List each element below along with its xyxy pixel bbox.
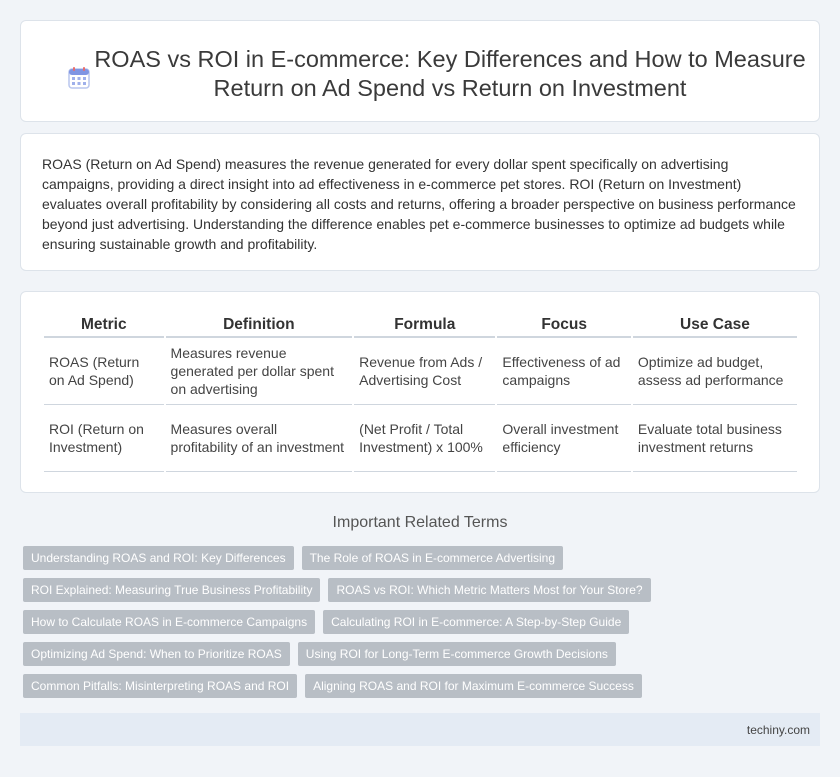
summary-text: ROAS (Return on Ad Spend) measures the r… (42, 156, 796, 252)
table-cell: ROI (Return on Investment) (44, 405, 164, 472)
related-term-tag[interactable]: ROI Explained: Measuring True Business P… (23, 578, 321, 602)
comparison-table: Metric Definition Formula Focus Use Case… (42, 312, 799, 472)
site-link[interactable]: techiny.com (746, 723, 810, 737)
table-header-row: Metric Definition Formula Focus Use Case (44, 312, 797, 338)
related-term-tag[interactable]: ROAS vs ROI: Which Metric Matters Most f… (328, 578, 651, 602)
comparison-table-card: Metric Definition Formula Focus Use Case… (20, 291, 820, 493)
related-term-tag[interactable]: Aligning ROAS and ROI for Maximum E-comm… (305, 674, 642, 698)
table-cell: Overall investment efficiency (497, 405, 631, 472)
related-term-tag[interactable]: Optimizing Ad Spend: When to Prioritize … (23, 642, 290, 666)
related-term-tag[interactable]: Common Pitfalls: Misinterpreting ROAS an… (23, 674, 298, 698)
table-cell: (Net Profit / Total Investment) x 100% (354, 405, 496, 472)
column-header-metric: Metric (44, 312, 164, 338)
column-header-use-case: Use Case (632, 312, 797, 338)
related-terms-heading: Important Related Terms (332, 514, 508, 531)
footer: techiny.com (20, 713, 820, 746)
related-term-tag[interactable]: The Role of ROAS in E-commerce Advertisi… (301, 546, 564, 570)
header-card: ROAS vs ROI in E-commerce: Key Differenc… (20, 20, 820, 122)
related-term-tag[interactable]: Using ROI for Long-Term E-commerce Growt… (297, 642, 616, 666)
summary-card: ROAS (Return on Ad Spend) measures the r… (20, 133, 820, 271)
table-cell: Measures overall profitability of an inv… (165, 405, 353, 472)
related-term-tag[interactable]: Understanding ROAS and ROI: Key Differen… (23, 546, 294, 570)
calendar-icon (68, 67, 90, 89)
table-cell: ROAS (Return on Ad Spend) (44, 338, 164, 405)
page-title: ROAS vs ROI in E-commerce: Key Differenc… (94, 46, 806, 101)
column-header-definition: Definition (165, 312, 353, 338)
related-term-tag[interactable]: Calculating ROI in E-commerce: A Step-by… (323, 610, 630, 634)
table-cell: Evaluate total business investment retur… (632, 405, 797, 472)
table-cell: Measures revenue generated per dollar sp… (165, 338, 353, 405)
column-header-formula: Formula (354, 312, 496, 338)
table-row: ROAS (Return on Ad Spend) Measures reven… (44, 338, 797, 405)
related-terms-list: Understanding ROAS and ROI: Key Differen… (23, 546, 823, 706)
column-header-focus: Focus (497, 312, 631, 338)
related-term-tag[interactable]: How to Calculate ROAS in E-commerce Camp… (23, 610, 316, 634)
table-cell: Effectiveness of ad campaigns (497, 338, 631, 405)
table-cell: Revenue from Ads / Advertising Cost (354, 338, 496, 405)
table-row: ROI (Return on Investment) Measures over… (44, 405, 797, 472)
table-cell: Optimize ad budget, assess ad performanc… (632, 338, 797, 405)
